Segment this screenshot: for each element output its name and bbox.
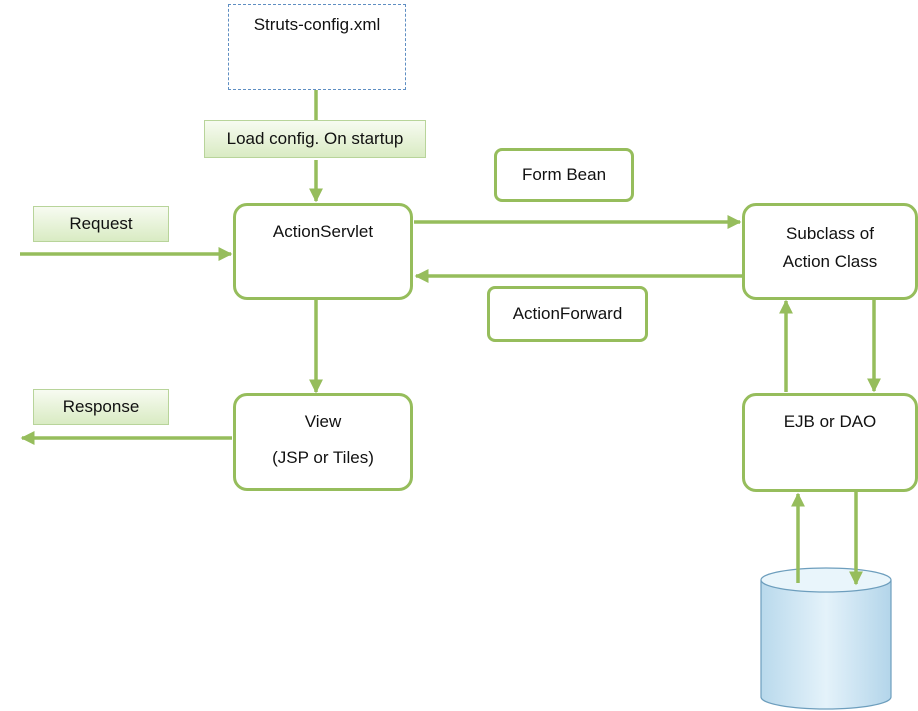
view-line2: (JSP or Tiles) [272, 448, 374, 467]
database-cylinder [760, 567, 892, 710]
action-forward-box: ActionForward [487, 286, 648, 342]
action-class-box: Subclass of Action Class [742, 203, 918, 300]
view-box: View (JSP or Tiles) [233, 393, 413, 491]
ejb-dao-box: EJB or DAO [742, 393, 918, 492]
action-servlet-label: ActionServlet [272, 222, 374, 241]
action-class-line1: Subclass of [786, 224, 874, 243]
struts-config-label: Struts-config.xml [253, 15, 381, 34]
view-line1: View [304, 412, 342, 431]
response-label: Response [33, 389, 169, 425]
action-class-line2: Action Class [782, 252, 878, 271]
ejb-dao-label: EJB or DAO [783, 412, 877, 431]
form-bean-box: Form Bean [494, 148, 634, 202]
response-text: Response [62, 397, 140, 416]
action-servlet-box: ActionServlet [233, 203, 413, 300]
load-config-label: Load config. On startup [204, 120, 426, 158]
struts-config-box: Struts-config.xml [228, 4, 406, 90]
request-label: Request [33, 206, 169, 242]
request-text: Request [69, 214, 133, 233]
form-bean-label: Form Bean [521, 165, 607, 184]
action-forward-label: ActionForward [512, 304, 623, 323]
load-config-text: Load config. On startup [226, 129, 404, 148]
